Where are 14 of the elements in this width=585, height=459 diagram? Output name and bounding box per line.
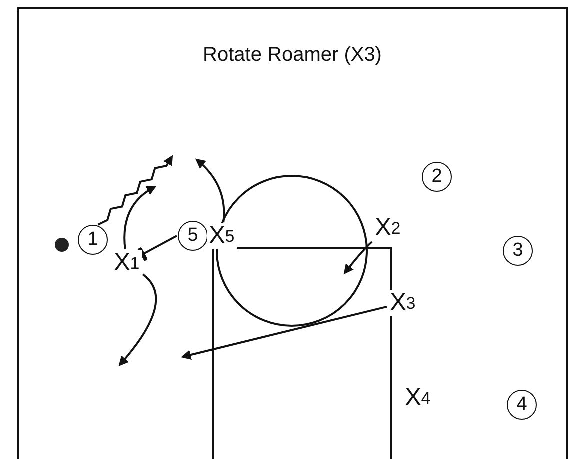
dribble-arrow	[98, 155, 174, 226]
ball-icon	[55, 238, 69, 252]
screen-line	[138, 235, 178, 262]
offense-player: 1	[78, 225, 108, 255]
offense-player: 5	[178, 221, 208, 251]
offense-player: 4	[507, 390, 537, 420]
movement-arrow	[195, 158, 226, 222]
movement-arrow	[181, 306, 388, 360]
offense-player: 2	[422, 162, 452, 192]
title: Rotate Roamer (X3)	[202, 44, 383, 67]
movement-arrow	[118, 274, 158, 367]
movement-arrow	[344, 241, 373, 275]
movement-arrow	[124, 186, 157, 250]
offense-player: 3	[503, 236, 533, 266]
